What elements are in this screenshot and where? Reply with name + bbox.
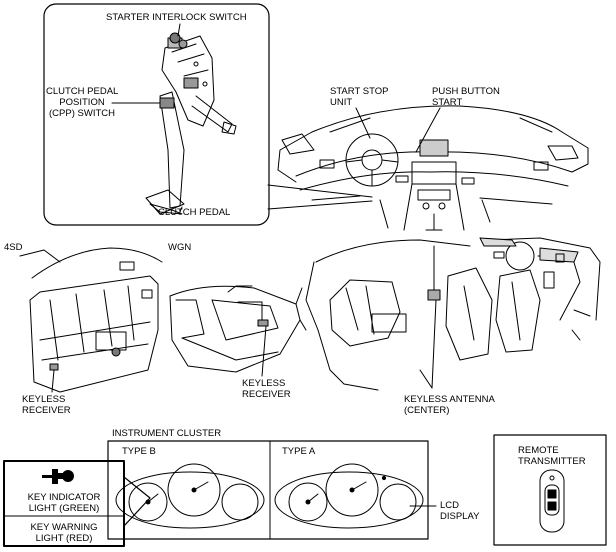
key-indicator-label-line2: LIGHT (GREEN) [28,503,100,514]
remote-transmitter-box [493,434,607,546]
starter-interlock-switch-label: STARTER INTERLOCK SWITCH [106,12,247,23]
remote-transmitter-label-line2: TRANSMITTER [518,456,586,467]
lcd-display-label: LCD DISPLAY [440,500,479,522]
push-button-start-label-line1: PUSH BUTTON [432,86,500,97]
keyless-receiver-4sd-line1: KEYLESS [22,394,66,405]
lcd-display-label-line2: DISPLAY [440,511,480,522]
keyless-antenna-label-line1: KEYLESS ANTENNA [404,394,495,405]
keyless-receiver-wgn-line1: KEYLESS [242,378,286,389]
key-icon [42,469,74,484]
key-indicator-label: KEY INDICATOR LIGHT (GREEN) [4,492,124,514]
remote-transmitter-label: REMOTE TRANSMITTER [518,445,586,467]
clutch-pedal-inset [43,3,373,226]
variant-wgn-label: WGN [168,242,192,253]
wagon-luggage-interior [169,285,307,377]
type-b-label: TYPE B [122,446,156,457]
keyless-receiver-wgn-line2: RECEIVER [242,389,291,400]
sedan-rear-interior [19,247,163,393]
instrument-cluster-panel [107,440,437,540]
key-warning-label-line2: LIGHT (RED) [35,533,93,544]
start-stop-unit-label: START STOP UNIT [330,86,388,108]
instrument-cluster-label: INSTRUMENT CLUSTER [112,428,222,439]
cpp-switch-label: CLUTCH PEDAL POSITION (CPP) SWITCH [46,86,118,119]
keyless-receiver-4sd-line2: RECEIVER [22,405,71,416]
start-stop-unit-label-line1: START STOP [330,86,389,97]
key-warning-label-line1: KEY WARNING [30,522,98,533]
cluster-type-b [115,463,265,529]
cluster-type-a [274,463,424,529]
start-stop-unit-label-line2: UNIT [330,97,353,108]
variant-4sd-label: 4SD [4,242,23,253]
keyless-antenna-label: KEYLESS ANTENNA (CENTER) [404,394,495,416]
key-indicator-box [3,460,125,547]
key-indicator-label-line1: KEY INDICATOR [27,492,101,503]
keyless-receiver-4sd-label: KEYLESS RECEIVER [22,394,71,416]
cabin-illustration [277,105,589,231]
keyless-antenna-label-line2: (CENTER) [404,405,450,416]
keyless-receiver-wgn-label: KEYLESS RECEIVER [242,378,291,400]
cpp-switch-label-line2: POSITION [59,97,105,108]
type-a-label: TYPE A [282,446,316,457]
cpp-switch-label-line3: (CPP) SWITCH [49,108,115,119]
remote-transmitter-icon [539,469,565,533]
clutch-pedal-label: CLUTCH PEDAL [158,207,231,218]
key-warning-label: KEY WARNING LIGHT (RED) [4,522,124,544]
remote-transmitter-label-line1: REMOTE [518,445,559,456]
front-interior-cutaway [305,237,601,391]
lcd-display-label-line1: LCD [440,500,460,511]
push-button-start-label-line2: START [432,97,463,108]
push-button-start-label: PUSH BUTTON START [432,86,500,108]
cpp-switch-label-line1: CLUTCH PEDAL [46,86,119,97]
